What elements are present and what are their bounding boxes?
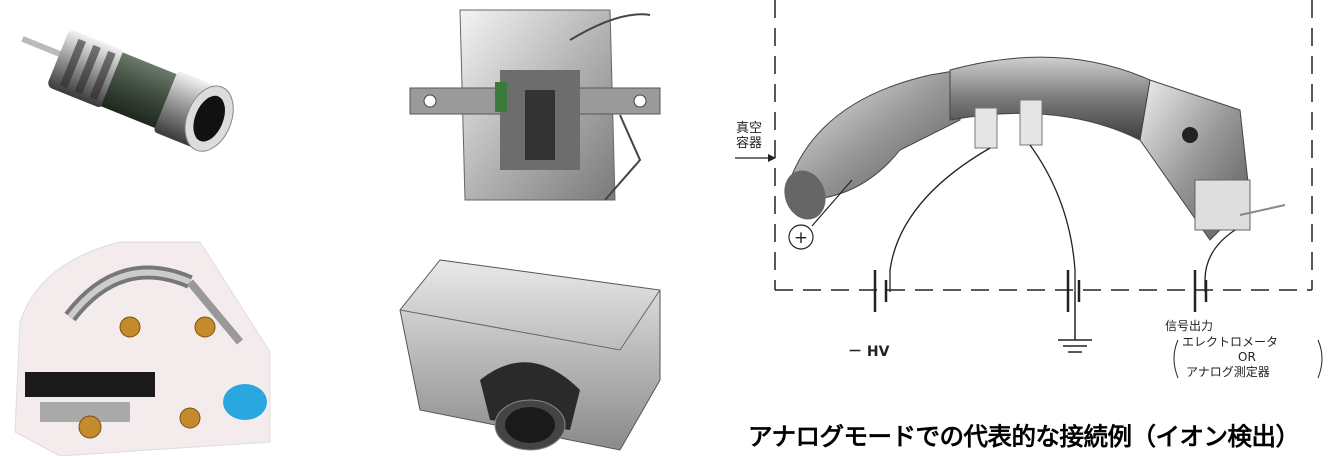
vacuum-label-line1: 真空 xyxy=(736,121,762,136)
output-label-line1: 信号出力 xyxy=(1165,319,1213,333)
ground-icon xyxy=(1058,292,1092,353)
vacuum-chamber-boundary xyxy=(774,0,1313,291)
arrow-icon xyxy=(768,154,776,162)
vacuum-label-line2: 容器 xyxy=(736,135,762,151)
output-label-line4: アナログ測定器 xyxy=(1186,364,1270,379)
cylindrical-detector-photo xyxy=(21,30,234,152)
hv-label: － HV xyxy=(848,344,890,360)
shielded-detector-housing-photo xyxy=(399,259,661,451)
mounted-detector-assembly-photo xyxy=(409,9,661,201)
plus-symbol: + xyxy=(794,228,808,248)
curved-channeltron-board-photo xyxy=(14,241,271,456)
plus-circle-icon xyxy=(788,224,814,250)
channeltron-electron-multiplier xyxy=(784,56,1286,241)
connection-diagram: + 真空 容器 － HV 信号出力 エレクトロメータ OR アナログ測定器 xyxy=(735,0,1323,379)
figure-caption: アナログモードでの代表的な接続例（イオン検出） xyxy=(748,422,1300,451)
output-label-line3: OR xyxy=(1238,350,1256,364)
power-supply-symbols xyxy=(873,270,1208,312)
output-label-line2: エレクトロメータ xyxy=(1182,335,1278,349)
